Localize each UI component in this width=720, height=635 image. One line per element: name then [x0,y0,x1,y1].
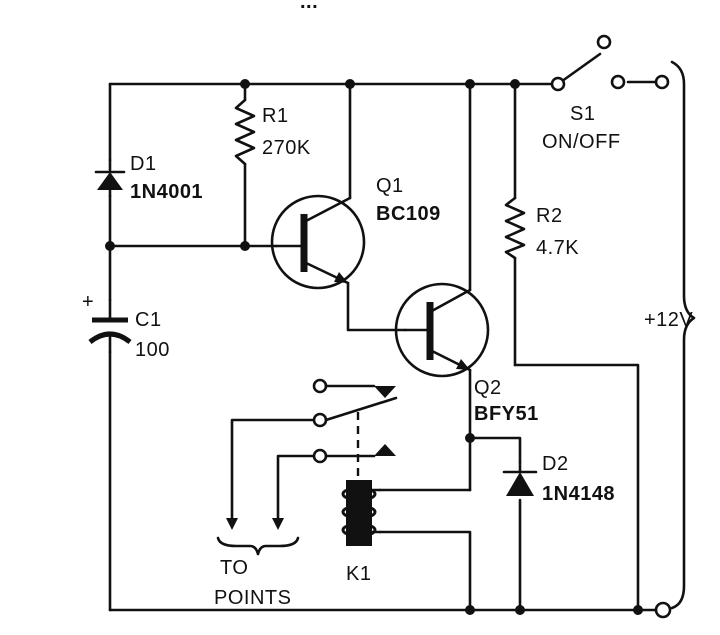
title-fragment: ... [300,0,318,13]
r1-ref: R1 [262,105,289,127]
d1-diode [94,158,126,198]
s1-ref: S1 [570,103,595,125]
supply-brace [670,60,696,610]
q2-ref: Q2 [474,377,502,399]
d2-ref: D2 [542,453,569,475]
output-label-points: POINTS [214,587,291,609]
k1-relay-coil [341,480,382,546]
k1-ref: K1 [346,563,371,585]
supply-terminal-bottom [654,601,672,619]
q1-ref: Q1 [376,175,404,197]
s1-switch [550,34,670,92]
output-brace [216,536,300,556]
r1-value: 270K [262,137,311,159]
c1-capacitor [88,298,132,354]
output-label-to: TO [220,557,248,579]
r2-ref: R2 [536,205,563,227]
d1-value: 1N4001 [130,181,203,203]
c1-value: 100 [135,339,170,361]
d1-ref: D1 [130,153,157,175]
q1-value: BC109 [376,203,441,225]
supply-label: +12V [644,309,693,331]
r2-resistor [504,196,526,260]
wires [108,52,662,612]
s1-value: ON/OFF [542,131,621,153]
c1-polarity: + [82,291,94,313]
q2-value: BFY51 [474,403,539,425]
k1-relay-contacts [312,378,398,464]
c1-ref: C1 [135,309,162,331]
d2-diode [502,460,538,496]
output-arrows [226,518,284,530]
q1-transistor [270,194,366,290]
r2-value: 4.7K [536,237,579,259]
q2-transistor [394,282,490,378]
junction-dots [105,79,643,615]
r1-resistor [234,98,256,166]
d2-value: 1N4148 [542,483,615,505]
